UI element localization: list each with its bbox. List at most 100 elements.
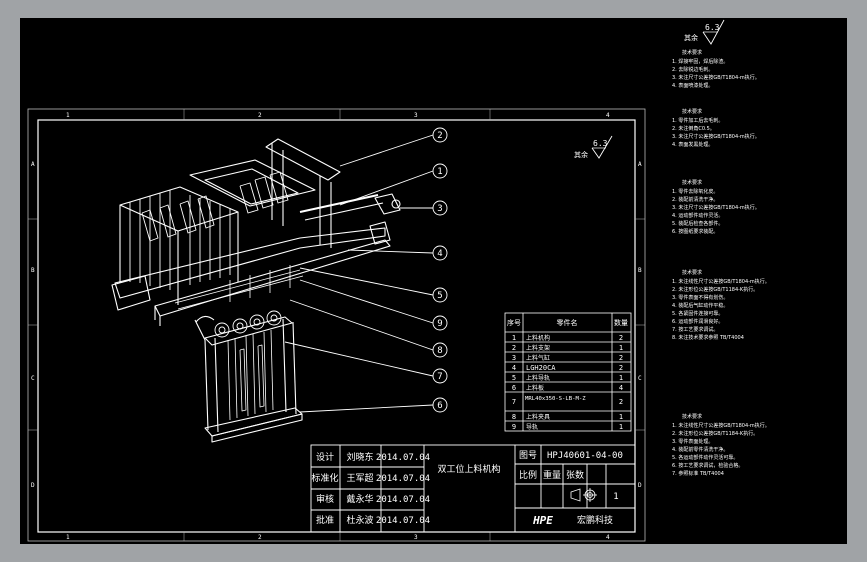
notes-3-line: 1. 未注线性尺寸公差按GB/T1804-m执行。 bbox=[672, 278, 770, 285]
border-side-label: C bbox=[638, 375, 642, 382]
cad-viewport[interactable]: 6.3 其余 技术要求 1. 焊接牢固，焊后除渣。 2. 去除锐边毛刺。 3. … bbox=[20, 18, 847, 544]
surface-finish-symbol-top: 6.3 其余 bbox=[684, 19, 725, 45]
notes-3-line: 5. 各紧固件连接可靠。 bbox=[672, 310, 723, 317]
bom-header: 零件名 bbox=[557, 318, 578, 327]
title-row: 批准 杜永波 2014.07.04 bbox=[316, 514, 430, 526]
svg-text:1: 1 bbox=[512, 334, 516, 342]
border-bottom-label: 3 bbox=[414, 534, 418, 541]
svg-text:2014.07.04: 2014.07.04 bbox=[376, 453, 430, 463]
svg-text:1: 1 bbox=[619, 423, 623, 431]
notes-4-line: 1. 未注线性尺寸公差按GB/T1804-m执行。 bbox=[672, 422, 770, 429]
svg-text:上料导轨: 上料导轨 bbox=[526, 374, 550, 382]
border-side-label: B bbox=[31, 267, 35, 274]
notes-4-line: 3. 零件表面处理。 bbox=[672, 438, 713, 445]
title-block: 设计 刘晓东 2014.07.04 标准化 王军超 2014.07.04 审核 … bbox=[310, 444, 636, 533]
border-side-label: B bbox=[638, 267, 642, 274]
balloon: 4 bbox=[432, 245, 448, 261]
svg-text:2: 2 bbox=[437, 131, 442, 141]
svg-text:1: 1 bbox=[619, 413, 623, 421]
border-side-label: D bbox=[31, 482, 35, 489]
svg-text:7: 7 bbox=[437, 372, 442, 382]
border-top-label: 3 bbox=[414, 112, 418, 119]
notes-2-line: 2. 装配前清洗干净。 bbox=[672, 196, 718, 203]
notes-0-line: 3. 未注尺寸公差按GB/T1804-m执行。 bbox=[672, 74, 760, 81]
notes-0-line: 1. 焊接牢固，焊后除渣。 bbox=[672, 58, 728, 65]
border-top-label: 1 bbox=[66, 112, 70, 119]
svg-text:导轨: 导轨 bbox=[526, 423, 538, 431]
balloon-list: 2 1 3 4 5 9 8 7 6 bbox=[432, 127, 448, 413]
svg-text:5: 5 bbox=[512, 374, 516, 382]
svg-text:戴永华: 戴永华 bbox=[346, 493, 373, 505]
cad-drawing: 6.3 其余 技术要求 1. 焊接牢固，焊后除渣。 2. 去除锐边毛刺。 3. … bbox=[27, 19, 770, 542]
svg-text:6: 6 bbox=[512, 384, 516, 392]
notes-3-title: 技术要求 bbox=[682, 269, 702, 276]
border-side-label: A bbox=[31, 161, 35, 168]
svg-text:8: 8 bbox=[437, 346, 442, 356]
notes-3-line: 6. 运动部件润滑良好。 bbox=[672, 318, 723, 325]
svg-text:5: 5 bbox=[437, 291, 442, 301]
svg-text:6: 6 bbox=[437, 401, 442, 411]
notes-1-line: 3. 未注尺寸公差按GB/T1804-m执行。 bbox=[672, 133, 760, 140]
svg-text:批准: 批准 bbox=[316, 514, 334, 526]
notes-1-line: 2. 未注倒角C0.5。 bbox=[672, 125, 715, 132]
balloon: 6 bbox=[432, 397, 448, 413]
svg-text:8: 8 bbox=[512, 413, 516, 421]
svg-text:上料夹具: 上料夹具 bbox=[526, 413, 550, 421]
notes-3-line: 8. 未注技术要求参照 TB/T4004 bbox=[672, 334, 744, 341]
svg-text:3: 3 bbox=[512, 354, 516, 362]
notes-1-line: 1. 零件加工后去毛刺。 bbox=[672, 117, 723, 124]
company-logo: HPE bbox=[532, 514, 553, 527]
title-row: 设计 刘晓东 2014.07.04 bbox=[316, 451, 430, 463]
sheet-count: 1 bbox=[613, 492, 618, 502]
svg-text:设计: 设计 bbox=[316, 451, 334, 463]
svg-text:2: 2 bbox=[619, 334, 623, 342]
balloon: 7 bbox=[432, 368, 448, 384]
projection-symbol-icon bbox=[570, 488, 597, 502]
svg-text:7: 7 bbox=[512, 398, 516, 406]
notes-4-line: 4. 装配前零件清洗干净。 bbox=[672, 446, 728, 453]
balloon: 9 bbox=[432, 315, 448, 331]
surface-finish-sheet-label: 其余 bbox=[574, 150, 588, 159]
balloon: 5 bbox=[432, 287, 448, 303]
border-side-label: C bbox=[31, 375, 35, 382]
svg-text:审核: 审核 bbox=[316, 493, 334, 505]
svg-text:1: 1 bbox=[619, 374, 623, 382]
sheet-label: 张数 bbox=[566, 469, 584, 481]
notes-2-line: 1. 零件去除氧化皮。 bbox=[672, 188, 718, 195]
svg-text:9: 9 bbox=[437, 319, 442, 329]
notes-3-line: 3. 零件表面不得有划伤。 bbox=[672, 294, 728, 301]
svg-text:4: 4 bbox=[619, 384, 623, 392]
svg-text:2: 2 bbox=[512, 344, 516, 352]
surface-finish-sheet-value: 6.3 bbox=[593, 139, 608, 148]
svg-text:2014.07.04: 2014.07.04 bbox=[376, 495, 430, 505]
bom-row: 5 上料导轨 1 bbox=[512, 374, 623, 382]
svg-text:刘晓东: 刘晓东 bbox=[346, 451, 373, 463]
notes-0-line: 2. 去除锐边毛刺。 bbox=[672, 66, 713, 73]
balloon: 1 bbox=[432, 163, 448, 179]
drawing-number: HPJ40601-04-00 bbox=[547, 451, 623, 461]
svg-text:上料支架: 上料支架 bbox=[526, 344, 550, 352]
svg-text:LGH20CA: LGH20CA bbox=[526, 364, 556, 372]
bom-row: 8 上料夹具 1 bbox=[512, 413, 623, 421]
notes-0-line: 4. 表面喷漆处理。 bbox=[672, 82, 713, 89]
border-side-label: A bbox=[638, 161, 642, 168]
svg-text:4: 4 bbox=[512, 364, 516, 372]
svg-text:2014.07.04: 2014.07.04 bbox=[376, 474, 430, 484]
svg-text:4: 4 bbox=[437, 249, 442, 259]
part-name: 双工位上料机构 bbox=[437, 463, 500, 475]
notes-4-line: 5. 各运动部件动作灵活可靠。 bbox=[672, 454, 738, 461]
notes-4-line: 2. 未注形位公差按GB/T1184-K执行。 bbox=[672, 430, 758, 437]
notes-3-line: 4. 装配后气缸动作平稳。 bbox=[672, 302, 728, 309]
svg-text:1: 1 bbox=[437, 167, 442, 177]
border-top-label: 4 bbox=[606, 112, 610, 119]
surface-finish-value: 6.3 bbox=[705, 23, 720, 32]
svg-text:2: 2 bbox=[619, 398, 623, 406]
surface-finish-label: 其余 bbox=[684, 33, 698, 42]
scale-label: 比例 bbox=[519, 469, 537, 481]
